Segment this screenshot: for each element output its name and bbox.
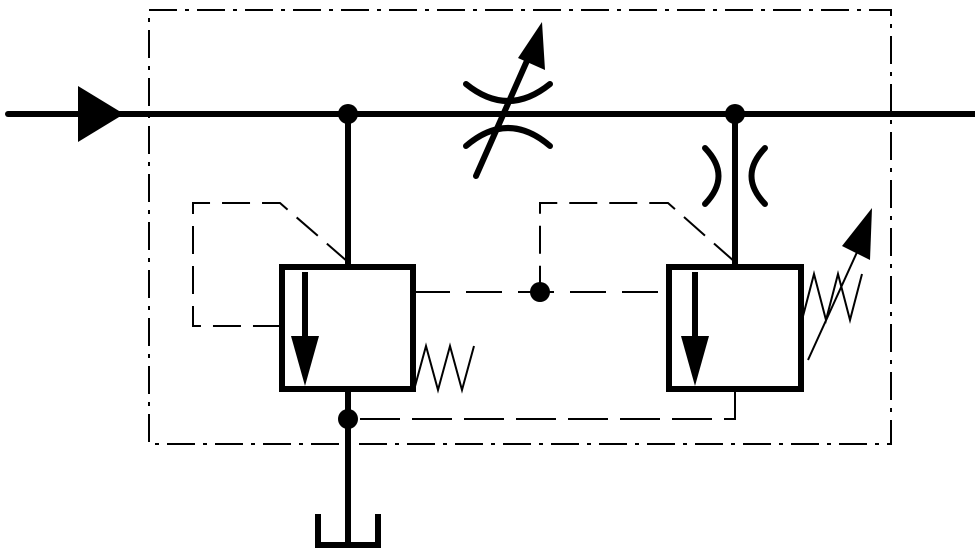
control-junction-dot	[530, 282, 550, 302]
variable-orifice-icon	[463, 22, 553, 179]
adjustable-spring-valve-icon	[539, 202, 872, 392]
spring-left	[413, 342, 475, 394]
tank-junction-dot	[338, 409, 358, 429]
relief-valve-icon	[192, 202, 475, 394]
enclosure-boundary	[148, 9, 892, 445]
flow-direction-arrow-icon	[78, 86, 124, 142]
spring-right	[801, 270, 863, 324]
orifice-icon	[702, 145, 768, 207]
tank-icon	[315, 514, 381, 548]
drain-line	[348, 390, 736, 420]
